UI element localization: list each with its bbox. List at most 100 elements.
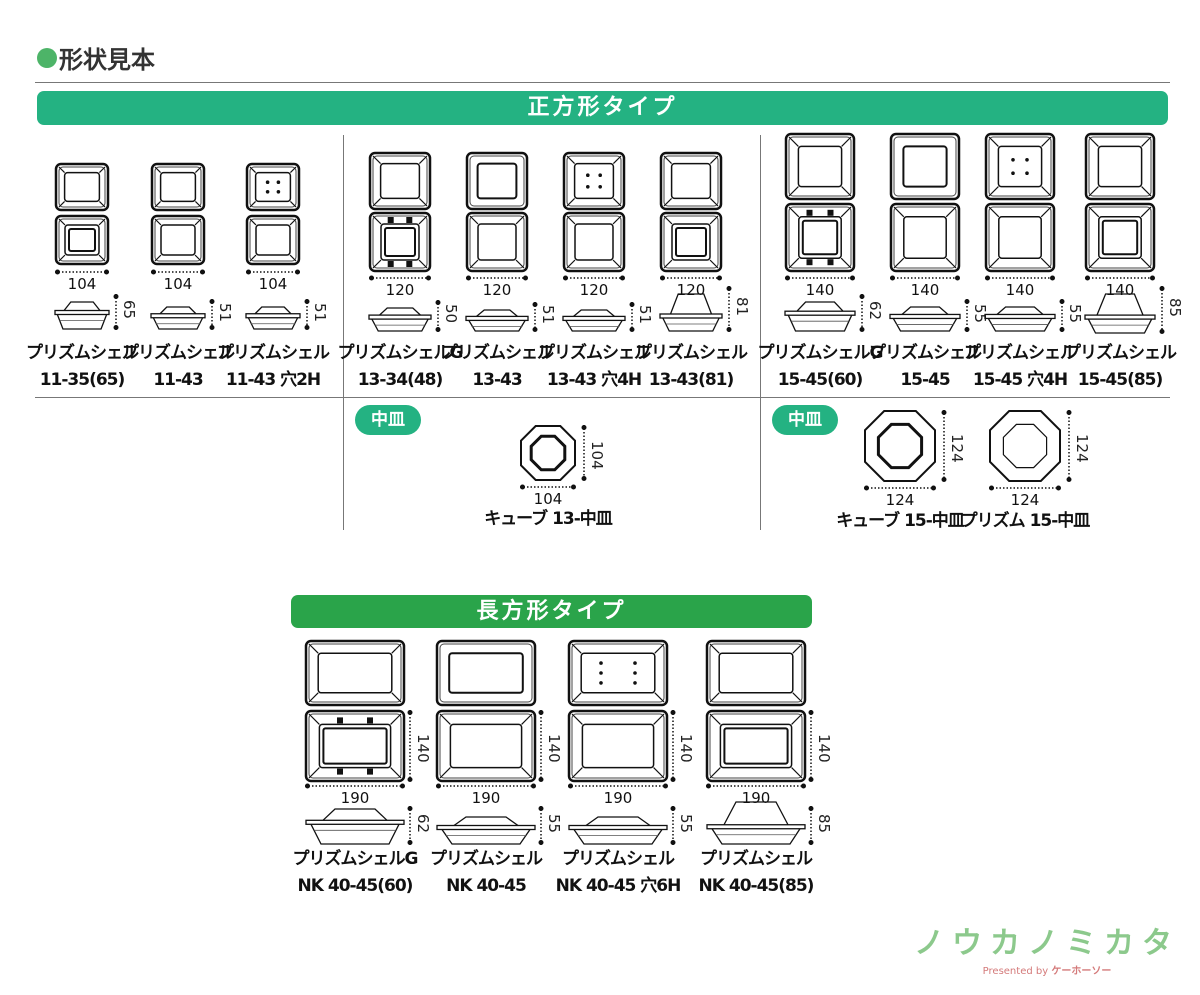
height-dimension-line [670, 710, 676, 782]
middle-plate-drawing [989, 410, 1061, 482]
column-divider [343, 135, 344, 530]
product-name: プリズムシェル [1064, 343, 1177, 363]
side-profile-drawing [368, 307, 432, 332]
side-profile-drawing [984, 306, 1056, 332]
width-dimension-line [369, 275, 431, 281]
product-code: 13-43 [472, 370, 522, 390]
width-label: 140 [910, 281, 940, 299]
plate-name: キューブ 15-中皿 [836, 511, 965, 531]
height-label: 124 [1073, 434, 1091, 463]
section-title: 形状見本 [37, 40, 155, 75]
width-label: 120 [579, 281, 609, 299]
container-lid-drawing [659, 151, 723, 211]
column-divider [760, 135, 761, 530]
side-profile-drawing [659, 293, 723, 332]
product-code: 13-34(48) [357, 370, 444, 390]
product-name: プリズムシェル [538, 343, 651, 363]
container-body-drawing [54, 214, 110, 266]
side-profile-drawing [784, 301, 856, 332]
product-name: プリズムシェル [26, 343, 139, 363]
title-divider [35, 82, 1170, 83]
container-lid-drawing [705, 639, 807, 707]
container-body-drawing [659, 211, 723, 273]
height-label: 51 [311, 302, 329, 322]
container-body-drawing [567, 709, 669, 783]
height-label: 140 [545, 734, 563, 763]
side-profile-drawing [54, 301, 110, 330]
product-code: NK 40-45(60) [297, 876, 414, 896]
container-lid-drawing [150, 162, 206, 212]
container-body-drawing [705, 709, 807, 783]
width-dimension-line [563, 275, 625, 281]
height-label: 124 [948, 434, 966, 463]
height-dimension-line [113, 294, 119, 330]
middle-plate-badge: 中皿 [355, 405, 421, 435]
side-profile-drawing [305, 808, 405, 845]
height-dimension-line [1066, 410, 1072, 482]
rect-type-band: 長方形タイプ [291, 595, 812, 628]
height-label: 51 [539, 305, 557, 325]
height-dimension-line [435, 300, 441, 332]
height-dimension-line [808, 806, 814, 845]
container-body-drawing [889, 202, 961, 273]
container-body-drawing [150, 214, 206, 266]
container-body-drawing [1084, 202, 1156, 273]
height-dimension-line [538, 710, 544, 782]
side-profile-drawing [562, 309, 626, 332]
width-label: 104 [163, 275, 193, 293]
container-body-drawing [984, 202, 1056, 273]
product-code: 13-43(81) [648, 370, 735, 390]
width-dimension-line [151, 269, 205, 275]
height-dimension-line [304, 299, 310, 330]
container-lid-drawing [435, 639, 537, 707]
bullet-icon [37, 47, 57, 68]
height-dimension-line [407, 806, 413, 845]
height-label: 140 [677, 734, 695, 763]
side-profile-drawing [465, 309, 529, 332]
height-dimension-line [859, 294, 865, 332]
width-dimension-line [785, 275, 855, 281]
product-name: プリズムシェル [562, 849, 675, 869]
height-dimension-line [1159, 286, 1165, 334]
width-dimension-line [466, 275, 528, 281]
container-body-drawing [304, 709, 406, 783]
height-dimension-line [808, 710, 814, 782]
width-dimension-line [436, 783, 536, 789]
product-code: 15-45 穴4H [972, 370, 1068, 390]
container-lid-drawing [368, 151, 432, 211]
container-body-drawing [562, 211, 626, 273]
width-label: 104 [533, 490, 563, 508]
product-name: プリズムシェル [430, 849, 543, 869]
section-title-text: 形状見本 [59, 46, 155, 74]
height-dimension-line [538, 806, 544, 845]
height-dimension-line [670, 806, 676, 845]
height-dimension-line [941, 410, 947, 482]
height-dimension-line [964, 299, 970, 332]
width-dimension-line [55, 269, 109, 275]
width-label: 104 [67, 275, 97, 293]
side-profile-drawing [245, 306, 301, 330]
width-dimension-line [890, 275, 960, 281]
container-body-drawing [435, 709, 537, 783]
width-label: 120 [385, 281, 415, 299]
product-name: プリズムシェルG [292, 849, 419, 869]
height-dimension-line [629, 302, 635, 332]
product-name: プリズムシェル [869, 343, 982, 363]
middle-plate-drawing [520, 425, 576, 481]
logo-credit: Presented by ケーホーソー [914, 962, 1180, 977]
container-lid-drawing [245, 162, 301, 212]
width-dimension-line [1085, 275, 1155, 281]
height-dimension-line [726, 286, 732, 332]
container-body-drawing [784, 202, 856, 273]
width-dimension-line [706, 783, 806, 789]
side-profile-drawing [889, 306, 961, 332]
product-name: プリズムシェル [441, 343, 554, 363]
height-label: 62 [866, 301, 884, 321]
brand-name: ケーホーソー [1051, 966, 1112, 977]
height-dimension-line [1059, 299, 1065, 332]
height-label: 85 [1166, 298, 1184, 318]
width-dimension-line [246, 269, 300, 275]
product-name: プリズムシェル [964, 343, 1077, 363]
container-body-drawing [368, 211, 432, 273]
